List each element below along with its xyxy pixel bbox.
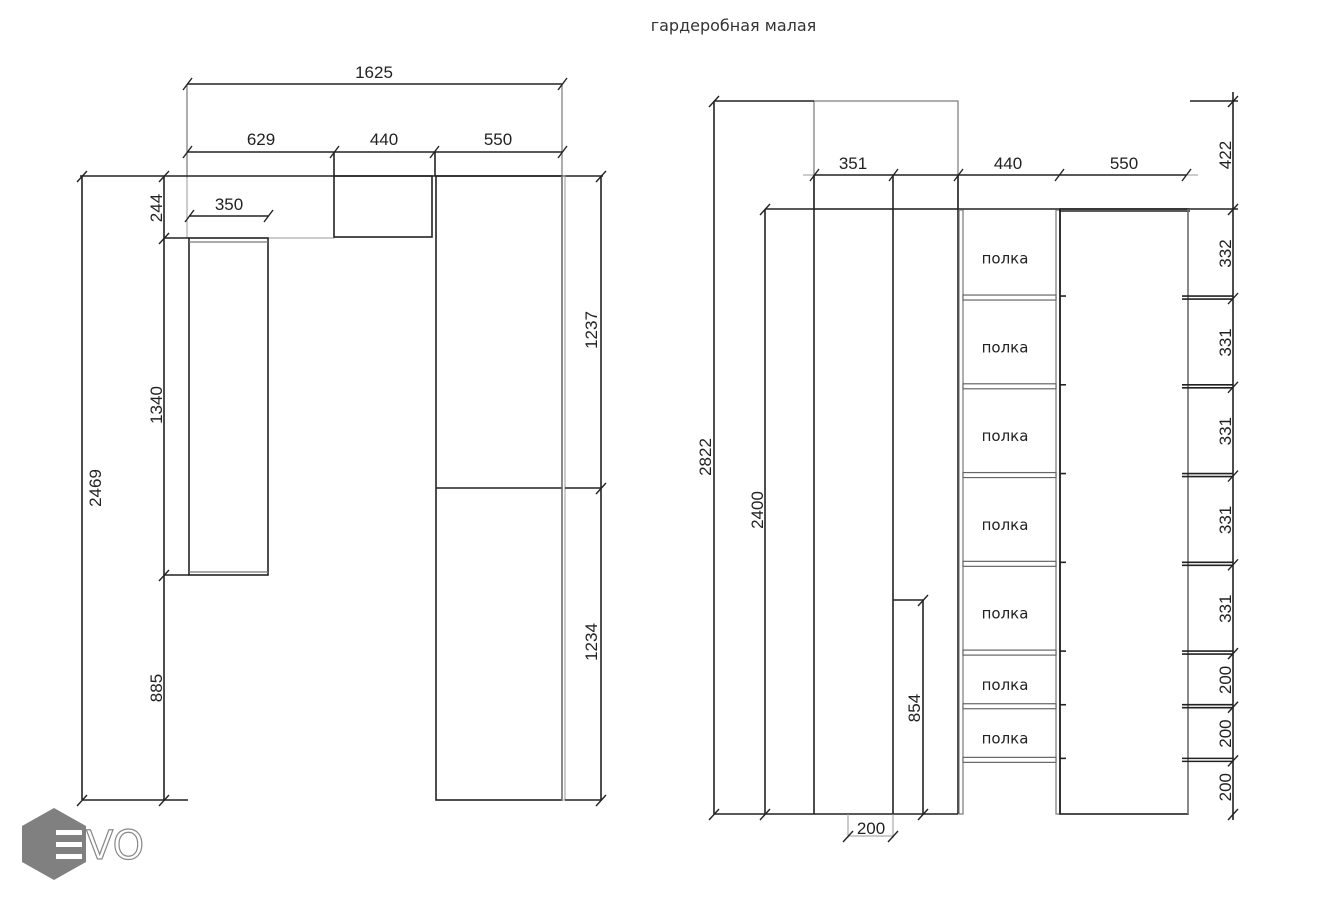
top-left-block — [186, 175, 335, 239]
shelf-board — [962, 471, 1057, 479]
tick — [1227, 647, 1239, 660]
evo-logo: VO — [22, 808, 145, 880]
side-panel — [561, 175, 566, 801]
tick — [76, 170, 88, 183]
tick — [595, 482, 607, 495]
tick — [917, 594, 929, 607]
logo-text: VO — [86, 823, 144, 869]
hexagon-e-logo-icon — [22, 808, 86, 880]
dim-total-height: 2469 — [86, 469, 105, 507]
tick — [842, 830, 854, 843]
shelf-board — [962, 383, 1057, 390]
tick — [182, 145, 193, 159]
tick — [1227, 95, 1239, 108]
shelf-label: полка — [982, 605, 1029, 623]
dim-right-section-width: 550 — [1110, 154, 1138, 173]
dim-shelf-height: 332 — [1216, 239, 1235, 267]
tick — [1227, 203, 1239, 216]
left-cabinet — [188, 237, 269, 576]
dim-shelf-height: 331 — [1216, 595, 1235, 623]
dim-mid-section-width: 440 — [994, 154, 1022, 173]
tick — [595, 794, 607, 807]
right-height-dims: 332 331 331 331 331 200 200 200 — [1182, 203, 1239, 821]
tick — [1227, 558, 1239, 571]
tick — [1227, 381, 1239, 394]
shelf-label: полка — [982, 250, 1029, 268]
tick — [887, 830, 899, 843]
tick — [1227, 470, 1239, 483]
tick — [1227, 701, 1239, 714]
shelf-board — [962, 649, 1057, 656]
dim-body-height: 2400 — [748, 491, 767, 529]
dim-top-left-width: 629 — [247, 130, 275, 149]
right-section — [1059, 208, 1189, 815]
tick — [1227, 292, 1239, 305]
tick — [182, 77, 193, 91]
right-view: 2822 2400 351 440 550 854 — [696, 92, 1239, 843]
left-view: 1625 629 440 550 350 2469 — [76, 63, 607, 807]
drawing-title: гардеробная малая — [650, 16, 817, 35]
dim-right-lower-height: 1234 — [582, 623, 601, 661]
dim-left-section-width: 351 — [839, 154, 867, 173]
mezzanine — [813, 100, 959, 210]
tick — [263, 209, 274, 223]
tick — [184, 209, 195, 223]
dim-bottom-width: 200 — [857, 819, 885, 838]
tick — [1181, 168, 1192, 182]
top-mid-block — [333, 175, 433, 238]
shelf-board — [962, 756, 1057, 763]
shelf-board — [962, 560, 1057, 567]
dim-total-height: 2822 — [696, 438, 715, 476]
tick — [158, 170, 170, 183]
shelf-board — [962, 294, 1057, 301]
logo-bar — [56, 842, 82, 847]
logo-bar — [56, 854, 82, 859]
tick — [557, 145, 568, 159]
dim-shelf-height: 200 — [1216, 773, 1235, 801]
shelf-label: полка — [982, 516, 1029, 534]
dim-mezzanine-height: 422 — [1216, 141, 1235, 169]
dim-top-block-height: 244 — [147, 194, 166, 222]
tick — [1054, 168, 1065, 182]
tick — [557, 77, 568, 91]
dim-top-right-width: 550 — [484, 130, 512, 149]
tick — [1227, 808, 1239, 821]
shelf-column-side — [958, 209, 964, 815]
dim-total-width: 1625 — [355, 63, 393, 82]
logo-bar — [56, 830, 82, 835]
shelf-label: полка — [982, 427, 1029, 445]
dim-right-upper-height: 1237 — [582, 311, 601, 349]
shelf-label: полка — [982, 730, 1029, 748]
dim-left-floor-gap: 885 — [147, 674, 166, 702]
shelf-label: полка — [982, 338, 1029, 356]
shelf-list: полка полка полка полка полка полка полка — [962, 250, 1066, 763]
tick — [917, 808, 929, 821]
tick — [595, 170, 607, 183]
dim-top-mid-width: 440 — [370, 130, 398, 149]
shelf-label: полка — [982, 676, 1029, 694]
dim-shelf-width: 350 — [215, 195, 243, 214]
dim-shelf-height: 331 — [1216, 506, 1235, 534]
dim-left-cabinet-height: 1340 — [147, 386, 166, 424]
dim-small-section-height: 854 — [905, 694, 924, 722]
dim-shelf-height: 331 — [1216, 417, 1235, 445]
tick — [708, 95, 720, 108]
shelf-board — [962, 703, 1057, 710]
dim-shelf-height: 200 — [1216, 666, 1235, 694]
tick — [1227, 754, 1239, 767]
dim-shelf-height: 200 — [1216, 719, 1235, 747]
dim-shelf-height: 331 — [1216, 328, 1235, 356]
